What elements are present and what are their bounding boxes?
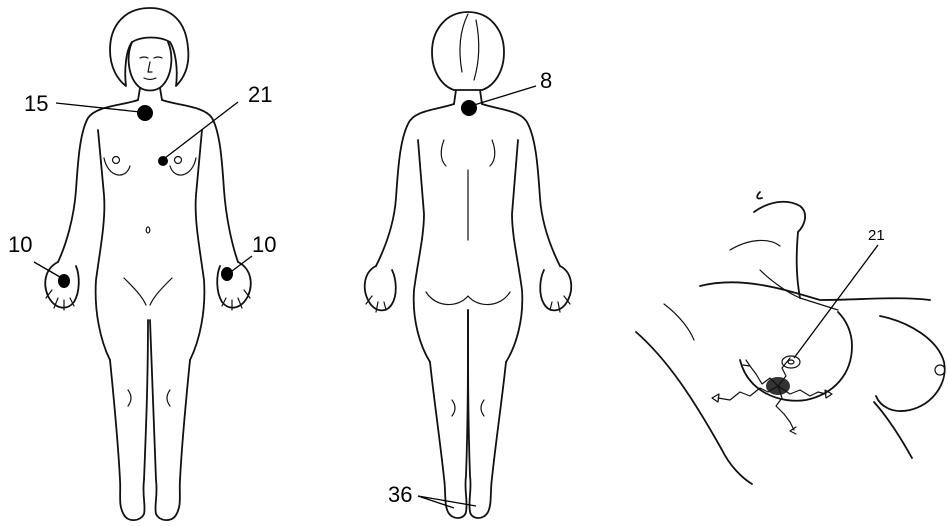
label-right-palm: 10 [8, 232, 32, 257]
leader-left-palm [232, 256, 252, 271]
leader-closeup [794, 245, 878, 358]
marker-right-palm [58, 274, 70, 288]
label-back-heels: 36 [388, 482, 412, 507]
label-sternum: 15 [24, 91, 48, 116]
front-figure [45, 8, 251, 520]
marker-sternum [137, 105, 153, 121]
label-closeup: 21 [868, 227, 885, 244]
label-breast: 21 [248, 82, 272, 107]
marker-back-neck [461, 100, 477, 116]
marker-left-palm [221, 267, 233, 281]
breast-closeup [636, 192, 945, 484]
label-left-palm: 10 [252, 232, 276, 257]
leader-heel-left [418, 496, 454, 508]
label-back-neck: 8 [540, 68, 552, 93]
